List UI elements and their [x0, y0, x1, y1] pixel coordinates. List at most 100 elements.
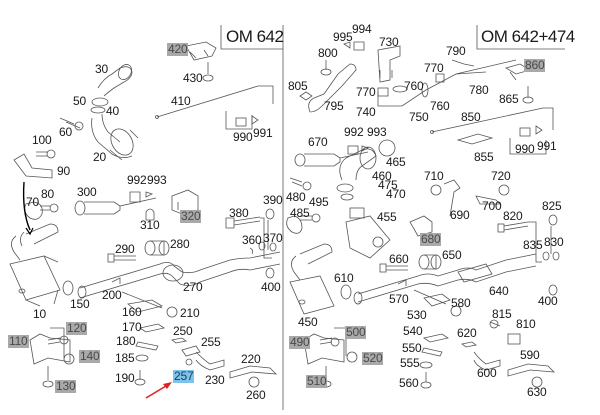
plate-170 [138, 323, 166, 333]
part-number-label-760: 760 [430, 99, 450, 113]
plug-992-993-right [347, 145, 370, 155]
part-number-label-830: 830 [544, 235, 564, 249]
part-number-label-991: 991 [537, 139, 557, 153]
header-box-left [220, 25, 283, 50]
panel-header-left: OM 642 [226, 27, 284, 46]
hanger-200 [111, 277, 121, 284]
assembly-arrow [22, 181, 31, 231]
bolt-430 [202, 62, 214, 82]
part-number-label-400: 400 [538, 294, 558, 308]
part-number-label-390: 390 [263, 193, 283, 207]
part-number-label-855: 855 [474, 150, 494, 164]
bolt-865 [522, 86, 534, 104]
part-number-label-170: 170 [122, 320, 142, 334]
clip-250 [171, 337, 187, 344]
nut-580 [450, 305, 462, 317]
sensor-700 [475, 195, 501, 205]
part-number-label-660: 660 [389, 252, 409, 266]
seal-40 [90, 106, 106, 114]
gasket-50 [91, 97, 109, 107]
seal-993 [145, 191, 154, 198]
nut-360 [258, 241, 266, 251]
hanger-230 [195, 351, 225, 371]
elbow-20 [91, 113, 139, 161]
plate-540 [422, 333, 450, 343]
bolt-190 [134, 370, 146, 386]
part-number-label-100: 100 [32, 133, 52, 147]
part-number-label-670: 670 [308, 135, 328, 149]
part-number-label-610: 610 [334, 271, 354, 285]
part-number-label-580: 580 [451, 296, 471, 310]
grommet-760 [392, 82, 429, 98]
part-number-label-530: 530 [407, 308, 427, 322]
clamp-610 [340, 284, 352, 300]
sensor-730 [377, 45, 401, 83]
screw-100 [36, 149, 56, 159]
washer-370 [269, 242, 277, 252]
part-number-label-520: 520 [362, 351, 384, 365]
screw-815 [489, 319, 501, 329]
part-number-label-560: 560 [399, 376, 419, 390]
part-number-label-770: 770 [424, 61, 444, 75]
part-number-label-420: 420 [167, 42, 189, 56]
part-number-label-210: 210 [180, 306, 200, 320]
part-number-label-490: 490 [289, 335, 311, 349]
dpf-converter-10 [9, 223, 61, 307]
nut-140 [63, 353, 75, 365]
bracket-995-994 [343, 41, 365, 51]
part-number-label-190: 190 [115, 371, 135, 385]
part-number-label-10: 10 [33, 307, 46, 321]
dpf-455 [345, 207, 391, 259]
header-box-right [476, 25, 565, 50]
part-number-label-410: 410 [171, 94, 191, 108]
part-number-label-820: 820 [503, 209, 523, 223]
bracket-530 [413, 289, 451, 307]
part-number-label-860: 860 [524, 58, 546, 72]
part-number-label-600: 600 [477, 366, 497, 380]
part-number-label-120: 120 [66, 321, 88, 335]
clip-555 [419, 361, 433, 369]
hanger-590 [507, 363, 556, 377]
nut-630 [531, 376, 543, 388]
pipe-740 [377, 59, 517, 107]
ring-400 [265, 267, 275, 279]
part-number-label-990: 990 [233, 130, 253, 144]
nut-710 [430, 184, 442, 196]
plate-550 [421, 347, 443, 357]
part-number-label-300: 300 [77, 185, 97, 199]
plate-180 [135, 341, 159, 351]
screw-480 [289, 177, 312, 191]
part-number-label-994: 994 [352, 22, 372, 36]
part-number-label-995: 995 [333, 30, 353, 44]
part-number-label-280: 280 [170, 237, 190, 251]
part-number-label-700: 700 [482, 199, 502, 213]
part-number-label-815: 815 [492, 307, 512, 321]
part-number-label-495: 495 [309, 195, 329, 209]
wire-790 [451, 59, 475, 67]
bolt-130 [42, 366, 54, 388]
part-number-label-470: 470 [386, 187, 406, 201]
clip-990 [235, 117, 247, 127]
bolt-560 [420, 372, 432, 389]
bracket-805 [299, 91, 313, 101]
screw-60 [59, 117, 84, 131]
part-number-label-465: 465 [386, 155, 406, 169]
exhaust-pipe-640 [353, 253, 537, 305]
part-number-label-250: 250 [173, 324, 193, 338]
bracket-160 [121, 291, 164, 313]
part-number-label-70: 70 [26, 195, 39, 209]
screw-80 [40, 203, 59, 213]
part-number-label-825: 825 [542, 199, 562, 213]
part-number-label-90: 90 [57, 164, 70, 178]
part-number-label-185: 185 [115, 351, 135, 365]
clamp-150 [62, 280, 74, 296]
washer-257 [185, 358, 193, 366]
part-number-label-80: 80 [41, 187, 54, 201]
part-number-label-795: 795 [324, 99, 344, 113]
part-number-label-730: 730 [379, 35, 399, 49]
part-number-label-290: 290 [115, 242, 135, 256]
gasket-485 [286, 215, 303, 234]
hanger-600 [473, 351, 501, 371]
